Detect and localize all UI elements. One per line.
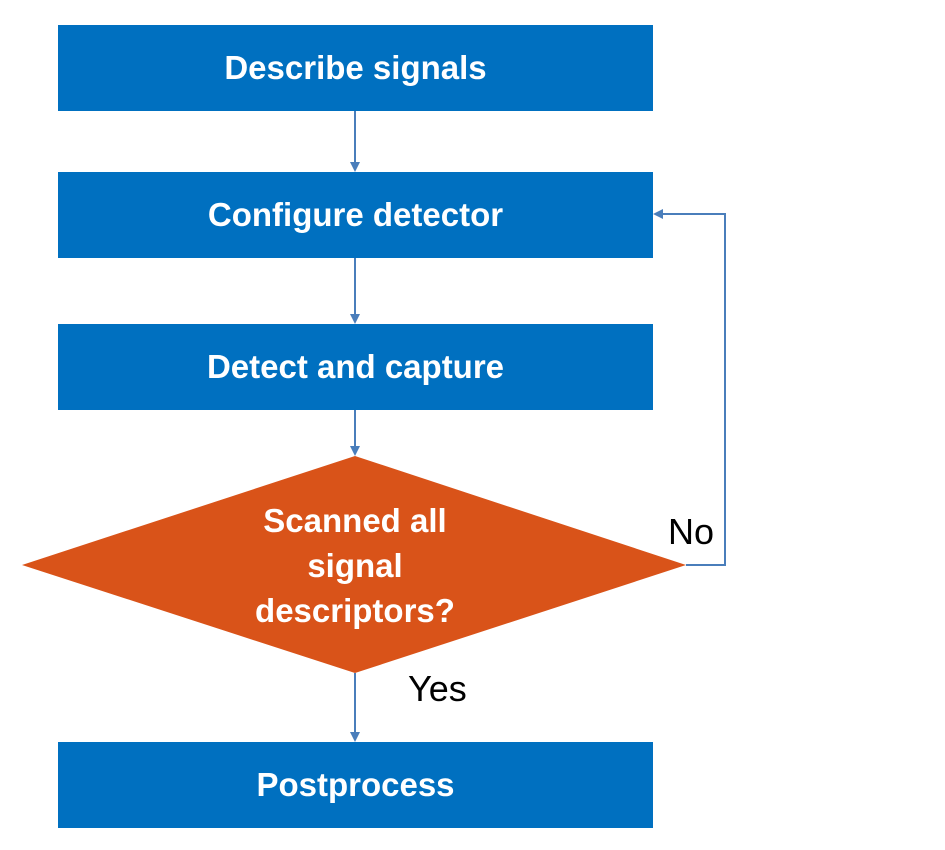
decision-line-3: descriptors?: [255, 592, 455, 629]
edge-label-no: No: [668, 511, 715, 552]
arrow-no-loop-back: [653, 209, 726, 566]
decision-label: Scanned all signal descriptors?: [200, 498, 510, 633]
decision-line-1: Scanned all: [263, 502, 447, 539]
decision-diamond: [22, 456, 686, 673]
decision-line-2: signal: [307, 547, 403, 584]
edge-label-yes: Yes: [408, 668, 467, 709]
step-describe-signals: Describe signals: [58, 25, 653, 111]
step-configure-detector: Configure detector: [58, 172, 653, 258]
step-postprocess: Postprocess: [58, 742, 653, 828]
step-detect-and-capture: Detect and capture: [58, 324, 653, 410]
